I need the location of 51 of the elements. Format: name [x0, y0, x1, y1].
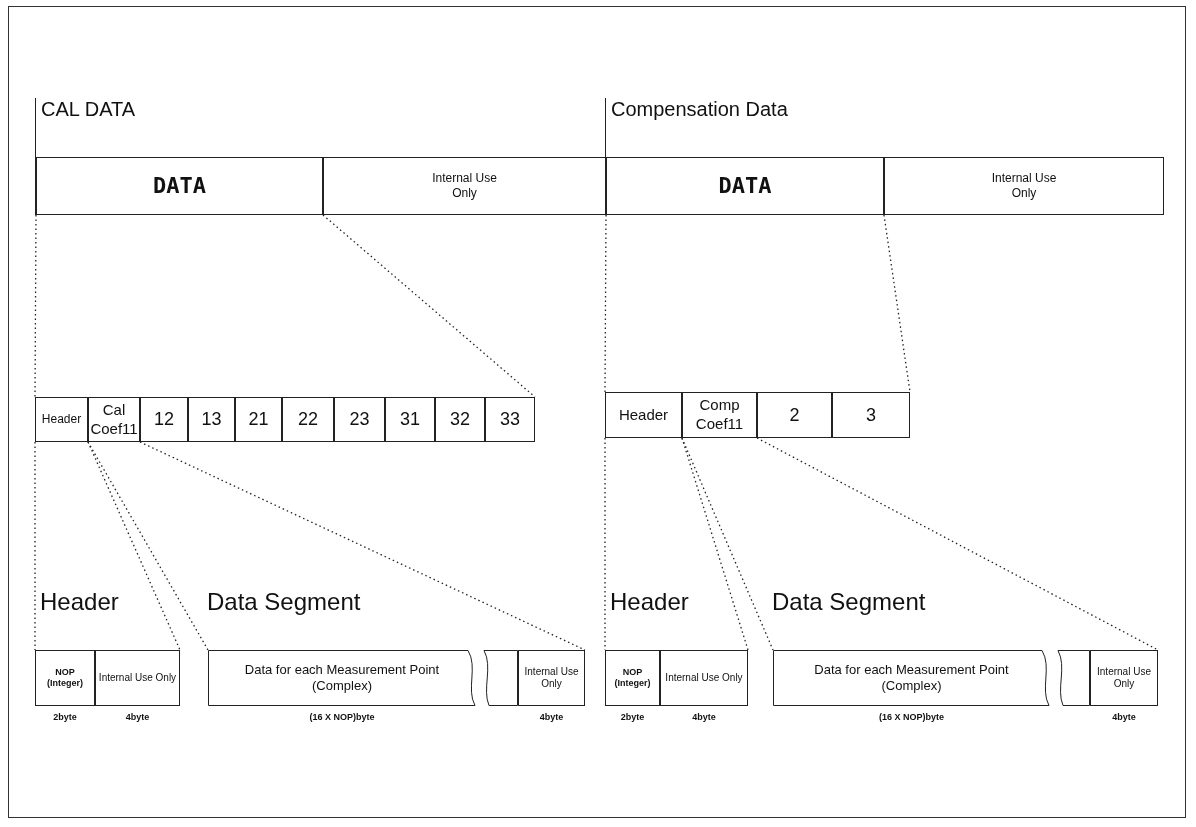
size-label: 4byte: [538, 712, 565, 722]
field-text: Internal Use Only: [431, 171, 498, 201]
field-text: DATA: [717, 172, 773, 200]
field-text: NOP (Integer): [46, 666, 84, 690]
field-text: 13: [200, 408, 223, 431]
section-heading: Header: [610, 588, 689, 616]
field-text: 31: [399, 408, 421, 431]
field-text: DATA: [152, 172, 207, 200]
field-text: Internal Use Only: [523, 665, 580, 691]
field-text: 2: [788, 403, 801, 427]
field-text: NOP (Integer): [613, 666, 652, 690]
field-text: 23: [348, 408, 371, 431]
field-text: Internal Use Only: [1096, 665, 1152, 691]
field-text: Header: [40, 412, 83, 427]
field-text: 22: [297, 408, 319, 431]
field-text: 21: [247, 408, 270, 431]
leader-line: [604, 214, 607, 393]
size-label: 2byte: [619, 712, 646, 722]
size-label: (16 X NOP)byte: [878, 712, 945, 722]
field-text: 32: [449, 408, 471, 431]
section-heading: Header: [40, 588, 119, 616]
section-heading: Data Segment: [207, 588, 361, 616]
field-text: Cal Coef11: [89, 400, 139, 439]
leader-line: [34, 214, 37, 398]
leader-line: [34, 441, 36, 651]
leader-line: [87, 441, 209, 651]
size-label: 4byte: [124, 712, 151, 722]
field-text: 3: [865, 403, 877, 427]
field-text: Internal Use Only: [97, 671, 178, 685]
size-label: 4byte: [691, 712, 717, 722]
section-heading: Data Segment: [772, 588, 926, 616]
field-text: Data for each Measurement Point (Complex): [243, 661, 441, 695]
section-heading: Compensation Data: [611, 98, 788, 121]
leader-line: [322, 214, 536, 398]
field-text: Comp Coef11: [694, 396, 745, 434]
field-text: Internal Use Only: [664, 671, 744, 685]
section-bracket: [605, 98, 1163, 215]
leader-line: [756, 437, 1159, 651]
size-label: 2byte: [52, 712, 78, 722]
size-label: 4byte: [1111, 712, 1137, 722]
leader-line: [883, 214, 911, 393]
section-bracket: [35, 98, 605, 215]
field-text: 33: [499, 408, 521, 431]
leader-line: [681, 437, 774, 651]
field-text: Header: [617, 405, 670, 425]
section-heading: CAL DATA: [41, 98, 136, 121]
field-text: Data for each Measurement Point (Complex): [813, 661, 1010, 695]
leader-line: [139, 441, 586, 651]
field-text: Internal Use Only: [990, 171, 1058, 201]
field-text: 12: [153, 408, 175, 431]
size-label: (16 X NOP)byte: [308, 712, 376, 722]
